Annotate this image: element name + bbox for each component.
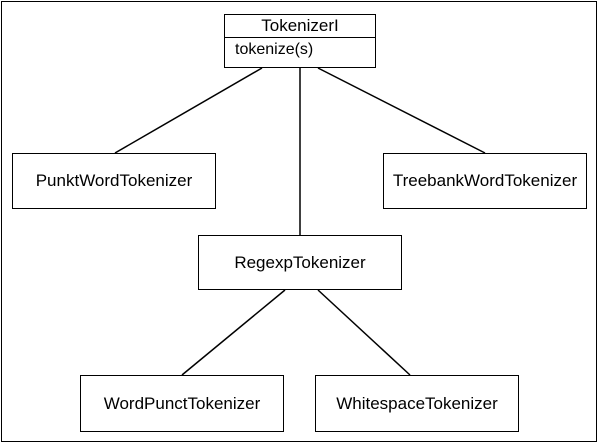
tokenizeri-interface-box: TokenizerI tokenize(s)	[224, 14, 376, 68]
punkt-word-tokenizer-box: PunktWordTokenizer	[12, 153, 216, 209]
interface-method: tokenize(s)	[235, 41, 314, 58]
regexp-tokenizer-box: RegexpTokenizer	[198, 235, 402, 290]
edge-regexp-wordpunct	[181, 289, 286, 376]
interface-name: TokenizerI	[225, 15, 375, 38]
edge-regexp-whitespace	[317, 289, 411, 376]
whitespace-tokenizer-box: WhitespaceTokenizer	[315, 375, 519, 432]
word-punct-tokenizer-box: WordPunctTokenizer	[80, 375, 284, 432]
edge-tokenizeri-treebank	[317, 67, 486, 154]
treebank-word-tokenizer-box: TreebankWordTokenizer	[383, 153, 587, 209]
edge-tokenizeri-punkt	[114, 67, 263, 154]
